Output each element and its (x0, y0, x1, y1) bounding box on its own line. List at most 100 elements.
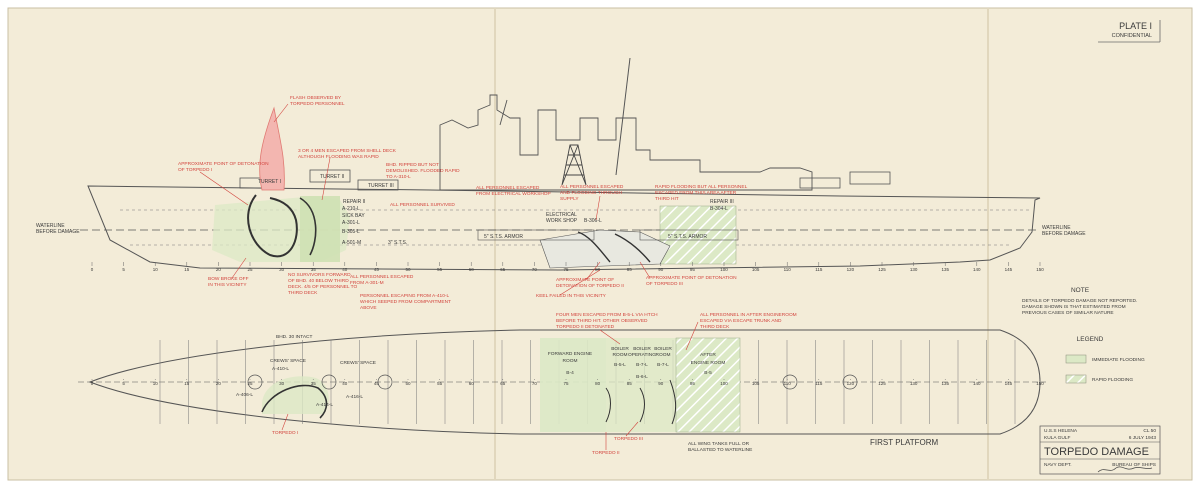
note-bhd-2: DEMOLISHED. FLOODED RAPID (386, 168, 460, 174)
bureau: BUREAU OF SHIPS (1112, 462, 1156, 468)
frame-label: 15 (184, 381, 190, 386)
frame-label: 30 (279, 267, 285, 272)
note-a301-1: ALL PERSONNEL ESCAPED (350, 274, 414, 280)
repair-3: REPAIR III (710, 199, 734, 205)
frame-label: 10 (153, 267, 159, 272)
torpedo-1-label: TORPEDO I (272, 430, 298, 436)
note-det3-2: OF TORPEDO III (646, 281, 683, 287)
frame-label: 85 (627, 267, 633, 272)
plan-room-a416: A-416-L (346, 394, 363, 400)
boiler-3-2: ROOM (656, 352, 671, 358)
note-det1-2: OF TORPEDO I (178, 167, 212, 173)
crews-space-2: CREWS' SPACE (340, 360, 376, 366)
note-rapid-3: THIRD HIT (655, 196, 679, 202)
note-bow-1: BOW BROKE OFF (208, 276, 249, 282)
note-flash-1: FLASH OBSERVED BY (290, 95, 342, 101)
frame-label: 35 (311, 267, 317, 272)
room-b305: B-305-L (342, 229, 360, 235)
frame-label: 60 (469, 381, 475, 386)
after-engine-no: B-5 (704, 370, 712, 376)
boiler-3-1: BOILER (654, 346, 672, 352)
frame-label: 15 (184, 267, 190, 272)
frame-label: 70 (532, 267, 538, 272)
note-after-1: ALL PERSONNEL IN AFTER ENGINEROOM (700, 312, 797, 318)
frame-label: 110 (784, 381, 792, 386)
drawing-title: TORPEDO DAMAGE (1044, 446, 1149, 458)
frame-label: 60 (469, 267, 475, 272)
frame-label: 25 (247, 381, 253, 386)
boiler-1-no: B-5-L (614, 362, 626, 368)
note-sick-2: AND FLOODING THROUGH (560, 190, 623, 196)
frame-label: 70 (532, 381, 538, 386)
frame-label: 140 (973, 381, 981, 386)
note-four-3: TORPEDO II DETONATED (556, 324, 615, 330)
frame-label: 115 (815, 381, 823, 386)
waterline-left-2: BEFORE DAMAGE (36, 229, 80, 235)
frame-label: 45 (374, 381, 380, 386)
frame-label: 120 (847, 267, 855, 272)
frame-label: 5 (122, 267, 125, 272)
room-a301: A-301-L (342, 220, 360, 226)
note-nosurv-4: THIRD DECK (288, 290, 318, 296)
frame-label: 145 (1005, 381, 1013, 386)
note-wing-2: BALLASTED TO WATERLINE (688, 447, 752, 453)
note-det1-1: APPROXIMATE POINT OF DETONATION (178, 161, 269, 167)
after-engine-1: AFTER (700, 352, 716, 358)
armor-aft: 5" S.T.S. ARMOR (668, 234, 707, 240)
note-a410-1: PERSONNEL ESCAPING FROM A-410-L (360, 293, 449, 299)
plan-room-a406: A-406-L (236, 392, 253, 398)
frame-label: 125 (878, 381, 886, 386)
note-after-2: ESCAPED VIA ESCAPE TRUNK AND (700, 318, 782, 324)
legend-swatch-rapid (1065, 374, 1087, 384)
fwd-engine-no: B-4 (566, 370, 574, 376)
boiler-2-1: BOILER (633, 346, 651, 352)
repair-2: REPAIR II (343, 199, 365, 205)
note-text-3: PREVIOUS CASES OF SIMILAR NATURE (1022, 310, 1114, 316)
frame-label: 95 (690, 267, 696, 272)
frame-label: 30 (279, 381, 285, 386)
note-men-1: 3 OR 4 MEN ESCAPED FROM SHELL DECK (298, 148, 397, 154)
note-sick-1: ALL PERSONNEL ESCAPED (560, 184, 624, 190)
frame-label: 40 (342, 267, 348, 272)
frame-label: 100 (720, 267, 728, 272)
frame-label: 130 (910, 381, 918, 386)
torpedo-2-label: TORPEDO II (592, 450, 620, 456)
boiler-1-2: ROOM (613, 352, 628, 358)
legend: LEGEND IMMEDIATE FLOODING RAPID FLOODING (1065, 336, 1145, 384)
hull-number: CL 50 (1143, 428, 1156, 434)
note-nosurv-1: NO SURVIVORS FORWARD (288, 272, 351, 278)
frame-label: 110 (784, 267, 792, 272)
note-elec-2: FROM ELECTRICAL WORKSHOP (476, 191, 551, 197)
note-text-2: DAMAGE SHOWN IS THAT ESTIMATED FROM (1022, 304, 1126, 310)
turret-3: TURRET III (368, 183, 394, 189)
first-platform-plan (78, 329, 1046, 435)
frame-label: 50 (405, 381, 411, 386)
note-bhd-1: BHD. RIPPED BUT NOT (386, 162, 439, 168)
frame-label: 20 (216, 267, 222, 272)
frame-label: 105 (752, 381, 760, 386)
note-after-3: THIRD DECK (700, 324, 730, 330)
turret-2: TURRET II (320, 174, 344, 180)
frame-label: 40 (342, 381, 348, 386)
plan-title: FIRST PLATFORM (870, 438, 938, 447)
legend-label-rapid: RAPID FLOODING (1092, 377, 1133, 383)
place: KULA GULF (1044, 435, 1070, 441)
note-bhd-3: TO A-310-L (386, 174, 411, 180)
note-wing-1: ALL WING TANKS FULL OR (688, 441, 750, 447)
boiler-2-no: B-7-L (636, 362, 648, 368)
note-det2-1: APPROXIMATE POINT OF (556, 277, 614, 283)
waterline-left-1: WATERLINE (36, 223, 65, 229)
frame-label: 5 (122, 381, 125, 386)
note-survived: ALL PERSONNEL SURVIVED (390, 202, 455, 208)
navy-dept: NAVY DEPT. (1044, 462, 1072, 468)
fwd-engine-2: ROOM (563, 358, 578, 364)
frame-label: 80 (595, 267, 601, 272)
room-3sts: 3" S.T.S. (388, 240, 407, 246)
frame-label: 120 (847, 381, 855, 386)
frame-label: 135 (941, 381, 949, 386)
frame-label: 90 (658, 267, 664, 272)
frame-label: 85 (627, 381, 633, 386)
note-a410-3: ABOVE (360, 305, 377, 311)
